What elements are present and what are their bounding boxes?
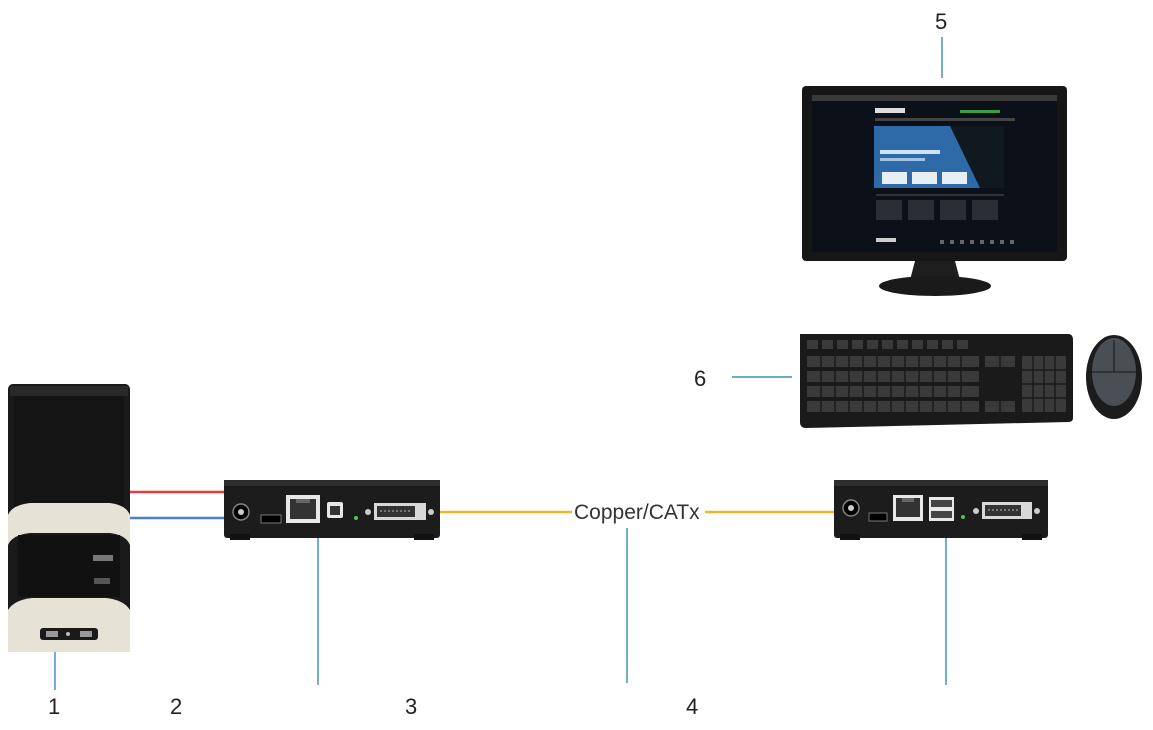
callout-number-transmitter: 3	[405, 696, 417, 718]
callout-number-video-cable: 2	[170, 696, 182, 718]
video-cables	[130, 492, 226, 518]
catx-cable-label: Copper/CATx	[572, 502, 702, 523]
callout-number-pc: 1	[48, 696, 60, 718]
callout-number-catx-cable: 4	[686, 696, 698, 718]
mouse-icon	[1086, 335, 1142, 419]
kvm-receiver-icon	[834, 480, 1048, 540]
callout-number-keyboard-mouse: 6	[694, 368, 706, 390]
monitor-icon	[802, 86, 1067, 296]
keyboard-icon	[800, 334, 1073, 428]
desktop-tower-icon	[8, 384, 130, 652]
callout-number-monitor: 5	[935, 11, 947, 33]
kvm-transmitter-icon	[224, 480, 440, 540]
